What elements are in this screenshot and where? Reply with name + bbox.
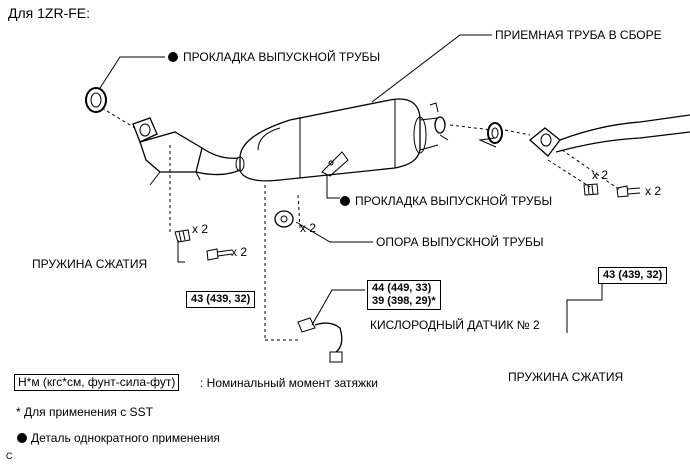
quantity-spring-left: x 2 <box>192 222 209 236</box>
non-reusable-icon <box>168 52 178 62</box>
dashed-guides <box>101 107 621 341</box>
quantity-spring-right: x 2 <box>592 168 609 182</box>
quantity-bolt-left: x 2 <box>231 245 248 259</box>
spring-right-shape <box>583 183 599 196</box>
legend-units-box: Н*м (кгс*см, фунт-сила-фут) <box>14 374 180 391</box>
label-front-pipe: ПРИЕМНАЯ ТРУБА В СБОРЕ <box>495 28 662 42</box>
corner-code: C <box>6 451 13 461</box>
page-title: Для 1ZR-FE: <box>8 5 91 21</box>
torque-box-oxygen-sensor: 44 (449, 33) 39 (398, 29)* <box>367 280 441 310</box>
quantity-bolt-right: x 2 <box>645 184 662 198</box>
support-shape <box>274 210 294 228</box>
torque-left-value: 43 (439, 32) <box>191 293 251 305</box>
label-spring-left: ПРУЖИНА СЖАТИЯ <box>32 257 148 271</box>
quantity-support: x 2 <box>300 221 317 235</box>
leader-lines <box>99 34 603 333</box>
catalytic-converter-shape <box>132 117 245 186</box>
torque-sensor-value-b: 39 (398, 29)* <box>372 295 436 307</box>
non-reusable-icon <box>17 433 27 443</box>
oxygen-sensor-shape <box>297 317 343 363</box>
label-exhaust-support: ОПОРА ВЫПУСКНОЙ ТРУБЫ <box>376 235 544 249</box>
muffler-body-shape <box>239 98 449 182</box>
spring-left-shape <box>174 229 191 243</box>
torque-sensor-value-a: 44 (449, 33) <box>372 282 432 294</box>
gasket-right-shape <box>487 122 503 144</box>
label-gasket-right: ПРОКЛАДКА ВЫПУСКНОЙ ТРУБЫ <box>355 194 553 208</box>
bolt-left-shape <box>206 248 233 261</box>
bolt-right-shape <box>616 185 641 198</box>
rear-pipe-shape <box>528 114 690 157</box>
gasket-left-shape <box>85 87 107 113</box>
torque-right-value: 43 (439, 32) <box>603 269 663 281</box>
label-gasket-left: ПРОКЛАДКА ВЫПУСКНОЙ ТРУБЫ <box>183 50 381 64</box>
legend-non-reusable: Деталь однократного применения <box>31 431 220 445</box>
torque-box-left-bolt: 43 (439, 32) <box>186 291 256 308</box>
legend-units-description: : Номинальный момент затяжки <box>200 376 378 390</box>
non-reusable-icon <box>340 196 350 206</box>
legend-sst-note: * Для применения с SST <box>16 405 153 419</box>
label-spring-right: ПРУЖИНА СЖАТИЯ <box>508 370 624 384</box>
torque-box-right-bolt: 43 (439, 32) <box>598 267 668 284</box>
label-oxygen-sensor: КИСЛОРОДНЫЙ ДАТЧИК № 2 <box>370 318 540 332</box>
